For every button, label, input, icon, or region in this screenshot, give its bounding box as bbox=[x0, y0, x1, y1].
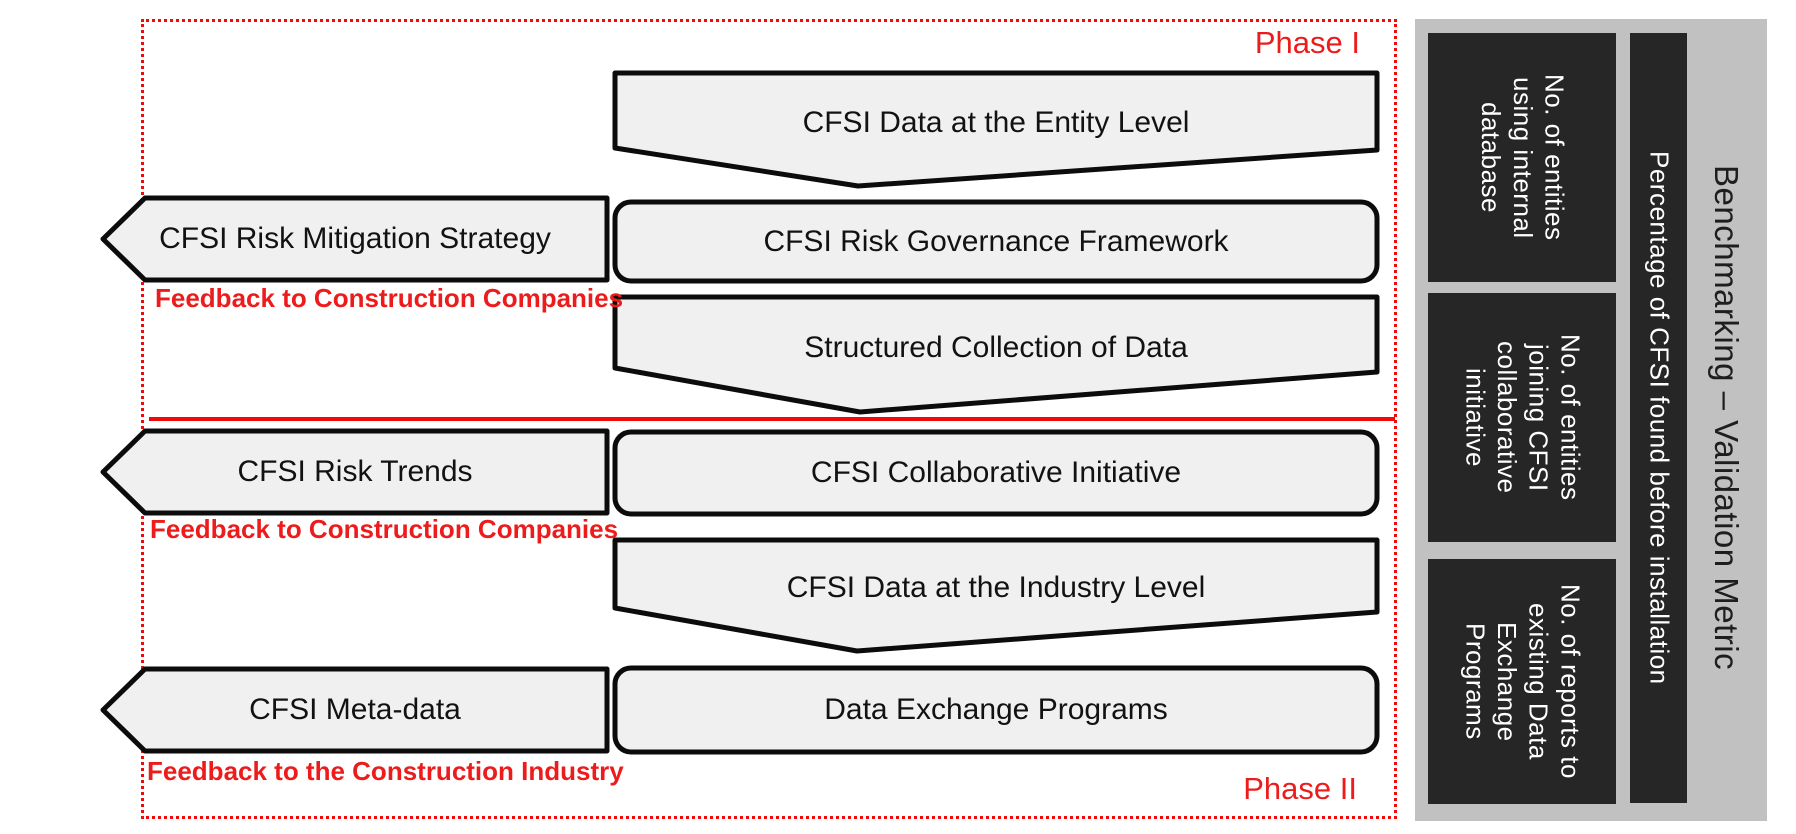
flow-step-governance-label: CFSI Risk Governance Framework bbox=[763, 224, 1229, 258]
metric-box-collaborative-initiative: No. of entities joining CFSI collaborati… bbox=[1428, 293, 1616, 542]
collaborative-initiative-shape bbox=[612, 429, 1380, 517]
flow-step-structured-collection-label: Structured Collection of Data bbox=[804, 331, 1188, 364]
metric-box-exchange-programs-label: No. of reports to existing Data Exchange… bbox=[1460, 584, 1586, 779]
chevron-industry-level-shape bbox=[612, 537, 1380, 654]
left-arrow-meta-data-shape bbox=[100, 666, 610, 754]
feedback-note-companies-1: Feedback to Construction Companies bbox=[155, 283, 624, 313]
feedback-arrow-risk-trends-label: CFSI Risk Trends bbox=[237, 455, 473, 488]
feedback-arrow-meta-data-label: CFSI Meta-data bbox=[249, 693, 461, 726]
metrics-panel-title: Benchmarking – Validation Metric bbox=[1687, 33, 1765, 803]
left-arrow-risk-trends-shape bbox=[100, 428, 610, 516]
phase-2-label: Phase II bbox=[1243, 771, 1357, 806]
feedback-note-companies-2: Feedback to Construction Companies bbox=[150, 514, 619, 544]
metric-box-percentage-found-label: Percentage of CFSI found before installa… bbox=[1644, 151, 1675, 685]
left-arrow-mitigation-strategy-shape bbox=[100, 195, 610, 283]
phase-1-label: Phase I bbox=[1254, 25, 1360, 60]
data-exchange-programs-shape bbox=[612, 665, 1380, 755]
metric-box-percentage-found: Percentage of CFSI found before installa… bbox=[1630, 33, 1687, 803]
flow-step-industry-level-label: CFSI Data at the Industry Level bbox=[786, 571, 1206, 604]
flow-step-collaborative-label: CFSI Collaborative Initiative bbox=[810, 456, 1182, 489]
governance-framework-shape bbox=[612, 199, 1380, 284]
feedback-arrow-mitigation-strategy-label: CFSI Risk Mitigation Strategy bbox=[159, 222, 551, 255]
metric-box-collaborative-initiative-label: No. of entities joining CFSI collaborati… bbox=[1460, 334, 1586, 501]
chevron-structured-collection-shape bbox=[612, 294, 1380, 415]
flow-step-data-exchange-label: Data Exchange Programs bbox=[824, 693, 1168, 726]
metrics-panel-title-label: Benchmarking – Validation Metric bbox=[1708, 165, 1746, 671]
flow-step-entity-level-label: CFSI Data at the Entity Level bbox=[802, 106, 1190, 139]
phase-boundary-dotted-border bbox=[141, 19, 1397, 819]
phase-divider-line bbox=[149, 417, 1395, 421]
metric-box-exchange-programs: No. of reports to existing Data Exchange… bbox=[1428, 559, 1616, 804]
metric-box-internal-database: No. of entities using internal database bbox=[1428, 33, 1616, 282]
chevron-entity-level-shape bbox=[612, 70, 1380, 189]
metric-box-internal-database-label: No. of entities using internal database bbox=[1476, 74, 1570, 241]
feedback-note-industry: Feedback to the Construction Industry bbox=[147, 756, 624, 786]
benchmarking-metrics-panel: No. of entities using internal database … bbox=[1415, 19, 1767, 821]
